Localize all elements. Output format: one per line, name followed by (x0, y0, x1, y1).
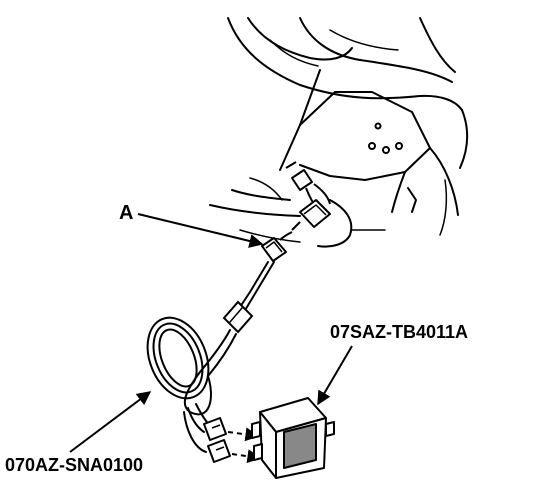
harness-plugs (203, 417, 231, 463)
connector-a (261, 231, 293, 262)
insertion-arrows (227, 427, 262, 464)
tester-box (251, 397, 335, 479)
leader-lines (69, 213, 353, 453)
test-harness-cable (146, 261, 275, 453)
vehicle-connector (285, 161, 331, 231)
vehicle-body-drawing (209, 17, 468, 248)
tester-part-number-label: 07SAZ-TB4011A (330, 322, 469, 342)
harness-part-number-label: 070AZ-SNA0100 (5, 455, 144, 475)
connector-a-label: A (119, 202, 134, 224)
